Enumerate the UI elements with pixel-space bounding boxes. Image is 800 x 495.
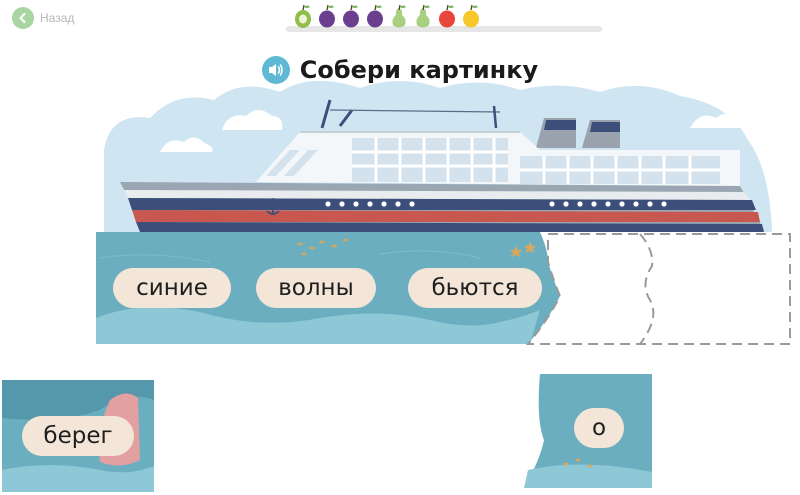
- progress-fruits: [292, 2, 482, 30]
- word-chip-placed: синие: [113, 268, 231, 308]
- kiwi-icon: [295, 4, 311, 28]
- ship: [120, 99, 764, 232]
- task-header: Собери картинку: [0, 52, 800, 88]
- pear-icon: [416, 4, 430, 28]
- empty-slots: [525, 233, 791, 345]
- pear-icon: [392, 4, 406, 28]
- lemon-icon: [463, 4, 479, 28]
- back-button[interactable]: Назад: [12, 6, 74, 30]
- page-title: Собери картинку: [299, 56, 539, 84]
- plum-icon: [343, 4, 359, 28]
- chevron-left-icon: [12, 7, 34, 29]
- progress-bar: [286, 2, 602, 34]
- speaker-icon[interactable]: [261, 56, 290, 84]
- apple-icon: [439, 4, 455, 28]
- empty-slot[interactable]: [525, 233, 791, 345]
- slot-divider: [639, 233, 655, 345]
- word-chip-placed: бьются: [408, 268, 542, 308]
- back-label: Назад: [40, 11, 75, 25]
- word-chip-piece[interactable]: о: [574, 408, 624, 448]
- anchor-icon: [266, 198, 280, 215]
- plum-icon: [367, 4, 383, 28]
- progress-track: [286, 26, 602, 32]
- plum-icon: [319, 4, 335, 28]
- starfish-icon: [510, 242, 536, 257]
- word-chip-piece[interactable]: берег: [22, 416, 134, 456]
- word-chip-placed: волны: [256, 268, 376, 308]
